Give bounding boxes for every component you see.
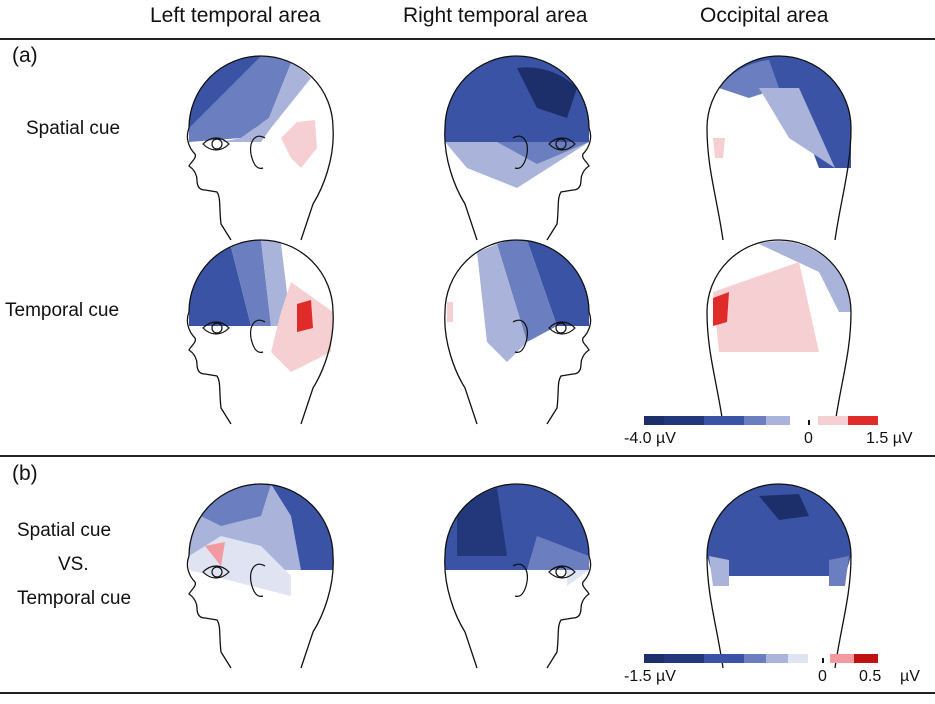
- colorbar-a-zero-label: 0: [804, 430, 813, 447]
- column-header-right-temporal: Right temporal area: [403, 4, 588, 27]
- map-a-spatial-left-temporal: [186, 55, 334, 241]
- middle-rule: [0, 455, 935, 457]
- panel-b-label: (b): [12, 462, 38, 485]
- colorbar-a-min-label: -4.0 µV: [624, 430, 676, 447]
- map-a-spatial-occipital: [706, 55, 852, 241]
- map-a-spatial-right-temporal: [444, 55, 592, 241]
- colorbar-b-zero-label: 0: [818, 668, 827, 685]
- row-label-temporal-cue: Temporal cue: [5, 300, 120, 321]
- map-a-temporal-left-temporal: [186, 239, 334, 425]
- colorbar-a-max-label: 1.5 µV: [866, 430, 913, 447]
- colorbar-b-unit-label: µV: [900, 668, 920, 685]
- bottom-rule: [0, 692, 935, 694]
- row-label-spatial-cue: Spatial cue: [26, 118, 121, 139]
- map-b-left-temporal: [186, 483, 334, 669]
- colorbar-b-max-label: 0.5: [859, 668, 882, 685]
- colorbar-a: [644, 416, 878, 425]
- colorbar-b-min-label: -1.5 µV: [624, 668, 676, 685]
- row-label-vs: VS.: [58, 554, 89, 575]
- colorbar-b: [644, 654, 878, 663]
- column-header-occipital: Occipital area: [700, 4, 829, 27]
- map-a-temporal-occipital: [706, 239, 852, 425]
- map-b-occipital: [706, 483, 852, 669]
- row-label-temporal-cue-b: Temporal cue: [17, 588, 132, 609]
- top-rule: [0, 38, 935, 40]
- map-a-temporal-right-temporal: [444, 239, 592, 425]
- panel-a-label: (a): [12, 44, 38, 67]
- row-label-spatial-cue-b: Spatial cue: [17, 520, 112, 541]
- column-header-left-temporal: Left temporal area: [150, 4, 321, 27]
- map-b-right-temporal: [444, 483, 592, 669]
